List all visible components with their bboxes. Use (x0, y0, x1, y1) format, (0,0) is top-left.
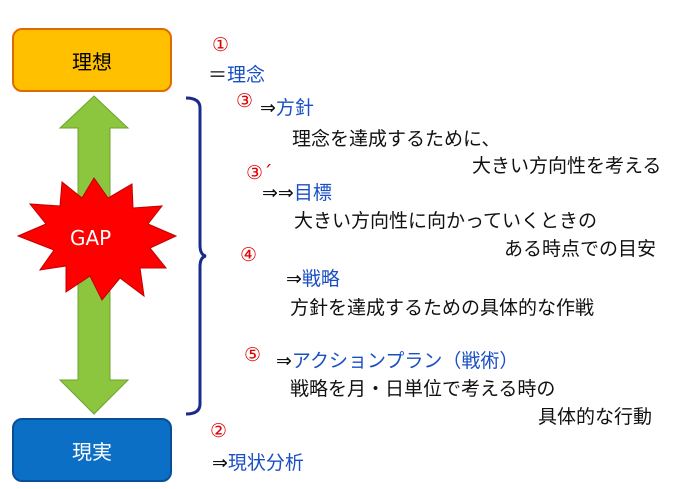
genjo-line: ⇒現状分析 (212, 448, 304, 475)
senryaku-desc-1: 方針を達成するための具体的な作戦 (290, 297, 595, 319)
senryaku-line: ⇒戦略 (286, 264, 340, 291)
houshin-desc-1: 理念を達成するために、 (292, 128, 501, 150)
action-number: ⑤ (244, 344, 262, 366)
reality-box: 現実 (12, 418, 172, 482)
action-desc-2: 具体的な行動 (538, 406, 653, 428)
mokuhyo-line: ⇒⇒目標 (262, 178, 332, 205)
genjo-prefix: ⇒ (212, 452, 228, 474)
action-desc-1: 戦略を月・日単位で考える時の (290, 378, 556, 400)
houshin-number: ③ (236, 90, 254, 112)
mokuhyo-prefix: ⇒⇒ (262, 182, 294, 204)
senryaku-number: ④ (240, 244, 258, 266)
right-brace (185, 96, 207, 416)
houshin-title: 方針 (275, 97, 314, 119)
mokuhyo-title: 目標 (293, 182, 332, 204)
action-prefix: ⇒ (276, 350, 292, 372)
gap-starburst (16, 177, 178, 301)
rinen-title: 理念 (227, 64, 266, 86)
mokuhyo-desc-1: 大きい方向性に向かっていくときの (294, 210, 598, 232)
houshin-line: ⇒方針 (260, 93, 314, 120)
houshin-prefix: ⇒ (260, 97, 276, 119)
ideal-box: 理想 (12, 28, 172, 92)
rinen-line: ＝理念 (208, 60, 265, 87)
genjo-number: ② (210, 420, 228, 442)
action-title: アクションプラン（戦術） (291, 350, 519, 372)
mokuhyo-desc-2: ある時点での目安 (504, 238, 657, 260)
rinen-prefix: ＝ (208, 64, 228, 86)
mokuhyo-mark: ´ (263, 162, 273, 184)
gap-label: GAP (70, 226, 112, 250)
senryaku-prefix: ⇒ (286, 268, 302, 290)
rinen-number: ① (212, 34, 230, 56)
ideal-label: 理想 (72, 49, 112, 74)
reality-label: 現実 (72, 439, 112, 464)
houshin-desc-2: 大きい方向性を考える (472, 155, 662, 177)
action-line: ⇒アクションプラン（戦術） (276, 346, 518, 373)
genjo-title: 現状分析 (227, 452, 304, 474)
senryaku-title: 戦略 (301, 268, 340, 290)
mokuhyo-num: ③ (246, 162, 264, 184)
mokuhyo-number: ③´ (246, 162, 273, 184)
